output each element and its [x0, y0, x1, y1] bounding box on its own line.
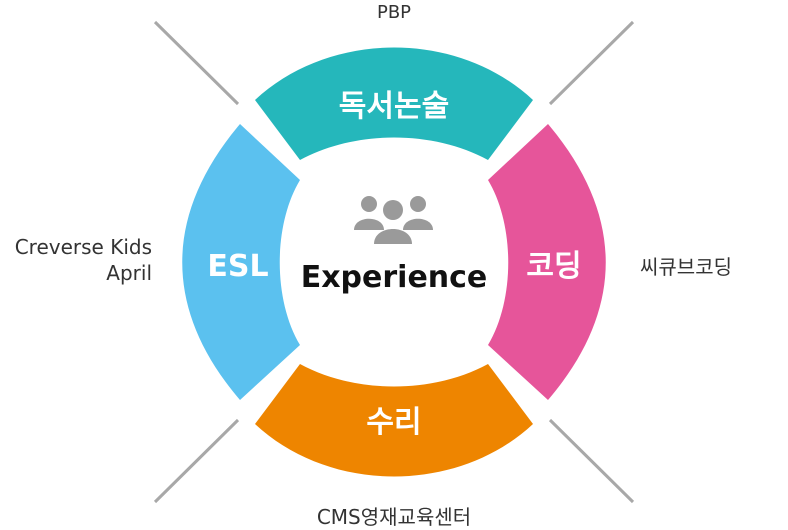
segment-top	[255, 47, 533, 160]
segment-left	[182, 124, 300, 400]
people-group-icon	[354, 196, 433, 244]
label-left-line2: April	[106, 261, 152, 285]
label-top: PBP	[376, 2, 412, 23]
connector-line-top-right	[548, 20, 635, 106]
segment-left-label: ESL	[207, 249, 268, 284]
center-label: Experience	[301, 260, 488, 295]
segment-top-label: 독서논술	[339, 89, 449, 124]
connector-line-bottom-right	[548, 418, 635, 504]
segment-right	[488, 124, 606, 400]
segment-bottom-label: 수리	[366, 405, 421, 440]
connector-line-bottom-left	[153, 418, 240, 504]
connector-line-top-left	[153, 20, 240, 106]
label-bottom: CMS영재교육센터	[316, 505, 472, 529]
segment-bottom	[255, 364, 533, 477]
label-right: 씨큐브코딩	[640, 255, 732, 279]
label-left-line1: Creverse Kids	[14, 235, 152, 259]
segment-right-label: 코딩	[526, 249, 581, 284]
label-left: Creverse Kids April	[15, 234, 152, 286]
